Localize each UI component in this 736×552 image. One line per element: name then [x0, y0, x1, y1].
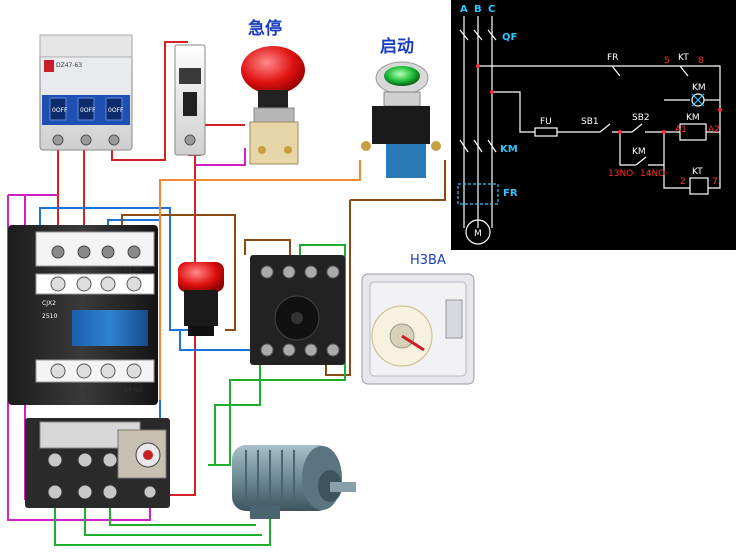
kt-contact-label: KT	[678, 53, 689, 63]
emergency-stop-button[interactable]	[241, 46, 305, 165]
no13-label: 13NO	[608, 169, 633, 179]
a1-label: A1	[675, 125, 687, 135]
kt-pin2-label: 2	[680, 177, 686, 187]
ct-term-top-1: 1/L1	[50, 266, 63, 273]
breaker-state-3: 0OFF	[108, 107, 124, 114]
schematic-panel: A B C	[451, 0, 736, 250]
a2-label: A2	[708, 125, 720, 135]
fu-label: FU	[540, 117, 552, 127]
km-lamp-label: KM	[692, 83, 706, 93]
fr-main-label: FR	[503, 188, 518, 199]
thermal-overload-relay[interactable]	[25, 418, 170, 508]
indicator-lamp	[178, 262, 224, 336]
start-label: 启动	[380, 36, 414, 57]
motor-symbol: M	[474, 229, 482, 239]
single-pole-breaker[interactable]	[174, 44, 206, 156]
sb1-label: SB1	[581, 117, 599, 127]
kt-pin8-label: 8	[698, 56, 704, 66]
phase-b-label: B	[474, 4, 482, 15]
km-aux-label: KM	[632, 147, 646, 157]
timer-h3ba[interactable]	[361, 273, 475, 385]
fr-contact-label: FR	[607, 53, 618, 63]
km-main-label: KM	[500, 144, 518, 155]
start-button[interactable]	[361, 61, 441, 178]
ct-term-bot-2: 4/T2	[76, 387, 90, 394]
no14-label: 14NO	[640, 169, 665, 179]
qf-label: QF	[502, 32, 517, 43]
estop-label: 急停	[248, 18, 282, 39]
ct-term-bot-3: 6/T3	[100, 387, 114, 394]
ct-term-top-2: 3/L2	[76, 266, 89, 273]
breaker-state-1: 0OFF	[52, 107, 68, 114]
ct-term-bot-4: 14 NO	[124, 387, 143, 394]
ct-term-bot-1: 2/T1	[50, 387, 64, 394]
ct-term-top-4: 13 NO	[124, 266, 143, 273]
contactor-model: CJX2	[42, 300, 56, 307]
kt-pin7-label: 7	[712, 177, 718, 187]
relay-socket[interactable]	[250, 255, 345, 365]
ct-term-top-3: 5/L3	[100, 266, 113, 273]
contactor-rating: 2510	[42, 313, 57, 320]
three-pole-breaker[interactable]: DZ47-63 0OFF 0OFF 0OFF	[39, 34, 133, 151]
km-coil-label: KM	[686, 113, 700, 123]
phase-c-label: C	[488, 4, 495, 15]
kt-coil-label: KT	[692, 167, 703, 177]
timer-model-label: H3BA	[410, 253, 446, 268]
breaker-state-2: 0OFF	[80, 107, 96, 114]
motor	[232, 445, 356, 519]
breaker-brand: DZ47-63	[56, 62, 82, 69]
kt-pin5-label: 5	[664, 56, 670, 66]
sb2-label: SB2	[632, 113, 650, 123]
contactor-cjx2[interactable]: 1/L1 3/L2 5/L3 13 NO CJX2 2510 2/T1 4/T2…	[8, 225, 158, 405]
phase-a-label: A	[460, 4, 468, 15]
